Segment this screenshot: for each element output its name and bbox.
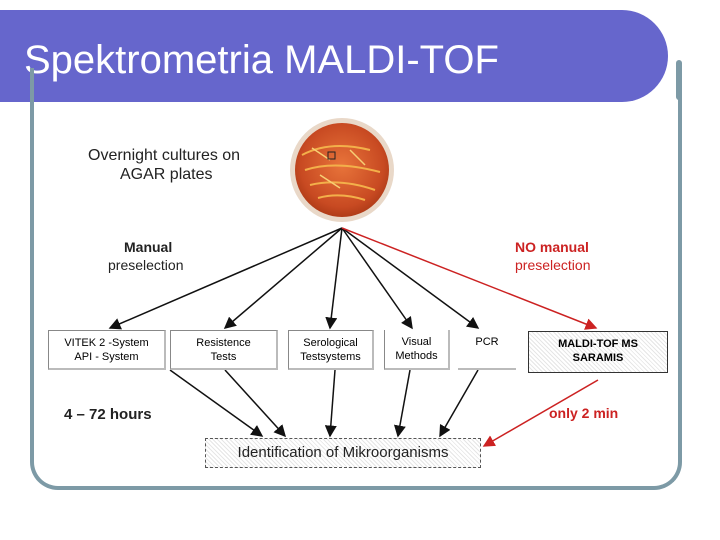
- title-bar: Spektrometria MALDI-TOF: [0, 10, 668, 106]
- identification-box: Identification of Mikroorganisms: [205, 438, 481, 468]
- maldi-line1: MALDI-TOF MS: [558, 338, 638, 350]
- method-resistence-line1: Resistence: [196, 337, 251, 349]
- title-underline: [0, 103, 636, 106]
- maldi-arrow: [341, 227, 598, 330]
- no-manual-label-line1: NO manual: [515, 239, 589, 255]
- method-serological-line1: Serological: [303, 337, 358, 349]
- method-vitek-line2: API - System: [74, 351, 139, 363]
- method-box-serological: Serological Testsystems: [288, 330, 374, 370]
- method-box-vitek: VITEK 2 -System API - System: [48, 330, 166, 370]
- manual-arrows: [108, 227, 480, 330]
- method-box-visual: Visual Methods: [384, 330, 450, 370]
- slide-frame: [30, 68, 682, 490]
- cultures-label: Overnight cultures on AGAR plates: [88, 146, 240, 184]
- agar-plate-image: [290, 118, 394, 222]
- no-manual-label-line2: preselection: [515, 257, 591, 273]
- maldi-line2: SARAMIS: [572, 352, 624, 364]
- method-box-pcr: PCR: [458, 330, 516, 370]
- method-resistence-line2: Tests: [210, 351, 237, 363]
- manual-label-line1: Manual: [124, 239, 173, 255]
- method-box-resistence: Resistence Tests: [170, 330, 278, 370]
- maldi-tof-box: MALDI-TOF MS SARAMIS: [528, 331, 668, 373]
- manual-preselection-label: Manual preselection: [108, 238, 184, 274]
- manual-label-line2: preselection: [108, 257, 184, 273]
- time-manual-label: 4 – 72 hours: [64, 406, 152, 423]
- time-maldi-label: only 2 min: [549, 405, 619, 421]
- method-vitek-line1: VITEK 2 -System: [64, 337, 149, 349]
- method-visual-line1: Visual: [401, 336, 432, 348]
- no-manual-preselection-label: NO manual preselection: [515, 238, 591, 274]
- identification-arrows: [169, 369, 479, 438]
- method-pcr-line1: PCR: [475, 336, 499, 348]
- maldi-identification-arrow: [482, 379, 599, 447]
- method-visual-line2: Methods: [395, 350, 438, 362]
- cultures-label-line2: AGAR plates: [120, 166, 213, 183]
- slide-title: Spektrometria MALDI-TOF: [24, 38, 499, 82]
- cultures-label-line1: Overnight cultures on: [88, 147, 241, 164]
- method-serological-line2: Testsystems: [300, 351, 361, 363]
